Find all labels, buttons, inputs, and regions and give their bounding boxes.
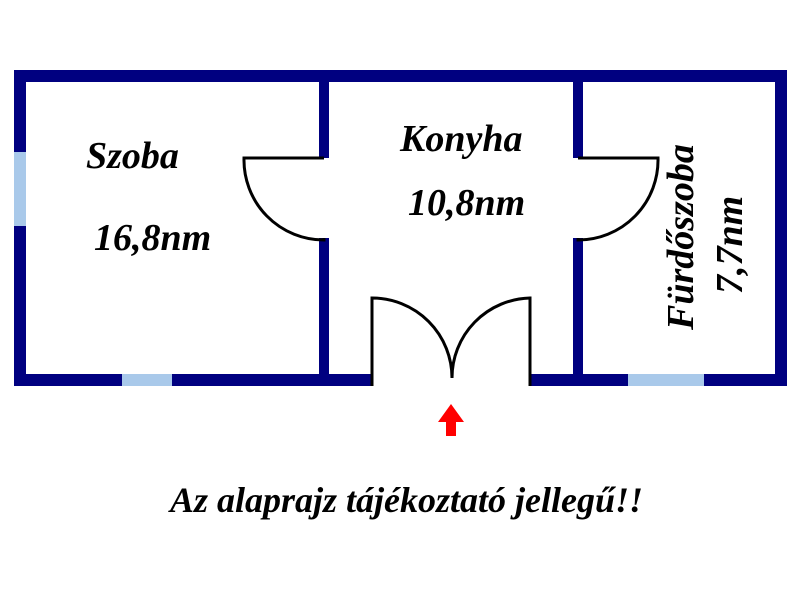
room-name-konyha: Konyha	[399, 118, 522, 160]
door-furdoszoba	[576, 156, 660, 242]
window-bottom-szoba	[122, 374, 172, 386]
window-bottom-furdo	[628, 374, 704, 386]
doors	[242, 156, 660, 386]
disclaimer-note: Az alaprajz tájékoztató jellegű!!	[168, 480, 643, 520]
wall-konyha-furdo-upper	[573, 82, 583, 158]
entrance-door-right-leaf	[450, 296, 532, 386]
room-area-konyha: 10,8nm	[408, 182, 525, 224]
up-arrow-icon	[438, 404, 464, 436]
outer-walls	[14, 70, 787, 386]
interior-walls	[319, 82, 583, 376]
wall-szoba-konyha-lower	[319, 238, 329, 376]
room-area-szoba: 16,8nm	[94, 217, 211, 259]
bottom-wall-left	[14, 374, 372, 386]
right-wall	[775, 70, 787, 386]
left-wall	[14, 70, 26, 386]
windows	[14, 152, 704, 386]
room-area-furdoszoba: 7,7nm	[709, 196, 751, 294]
top-wall	[14, 70, 787, 82]
room-name-furdoszoba: Fürdőszoba	[660, 144, 702, 331]
entrance-door-left-leaf	[370, 296, 454, 386]
wall-szoba-konyha-upper	[319, 82, 329, 158]
door-szoba	[242, 156, 326, 242]
wall-konyha-furdo-lower	[573, 238, 583, 376]
room-name-szoba: Szoba	[86, 135, 179, 177]
window-left	[14, 152, 26, 226]
